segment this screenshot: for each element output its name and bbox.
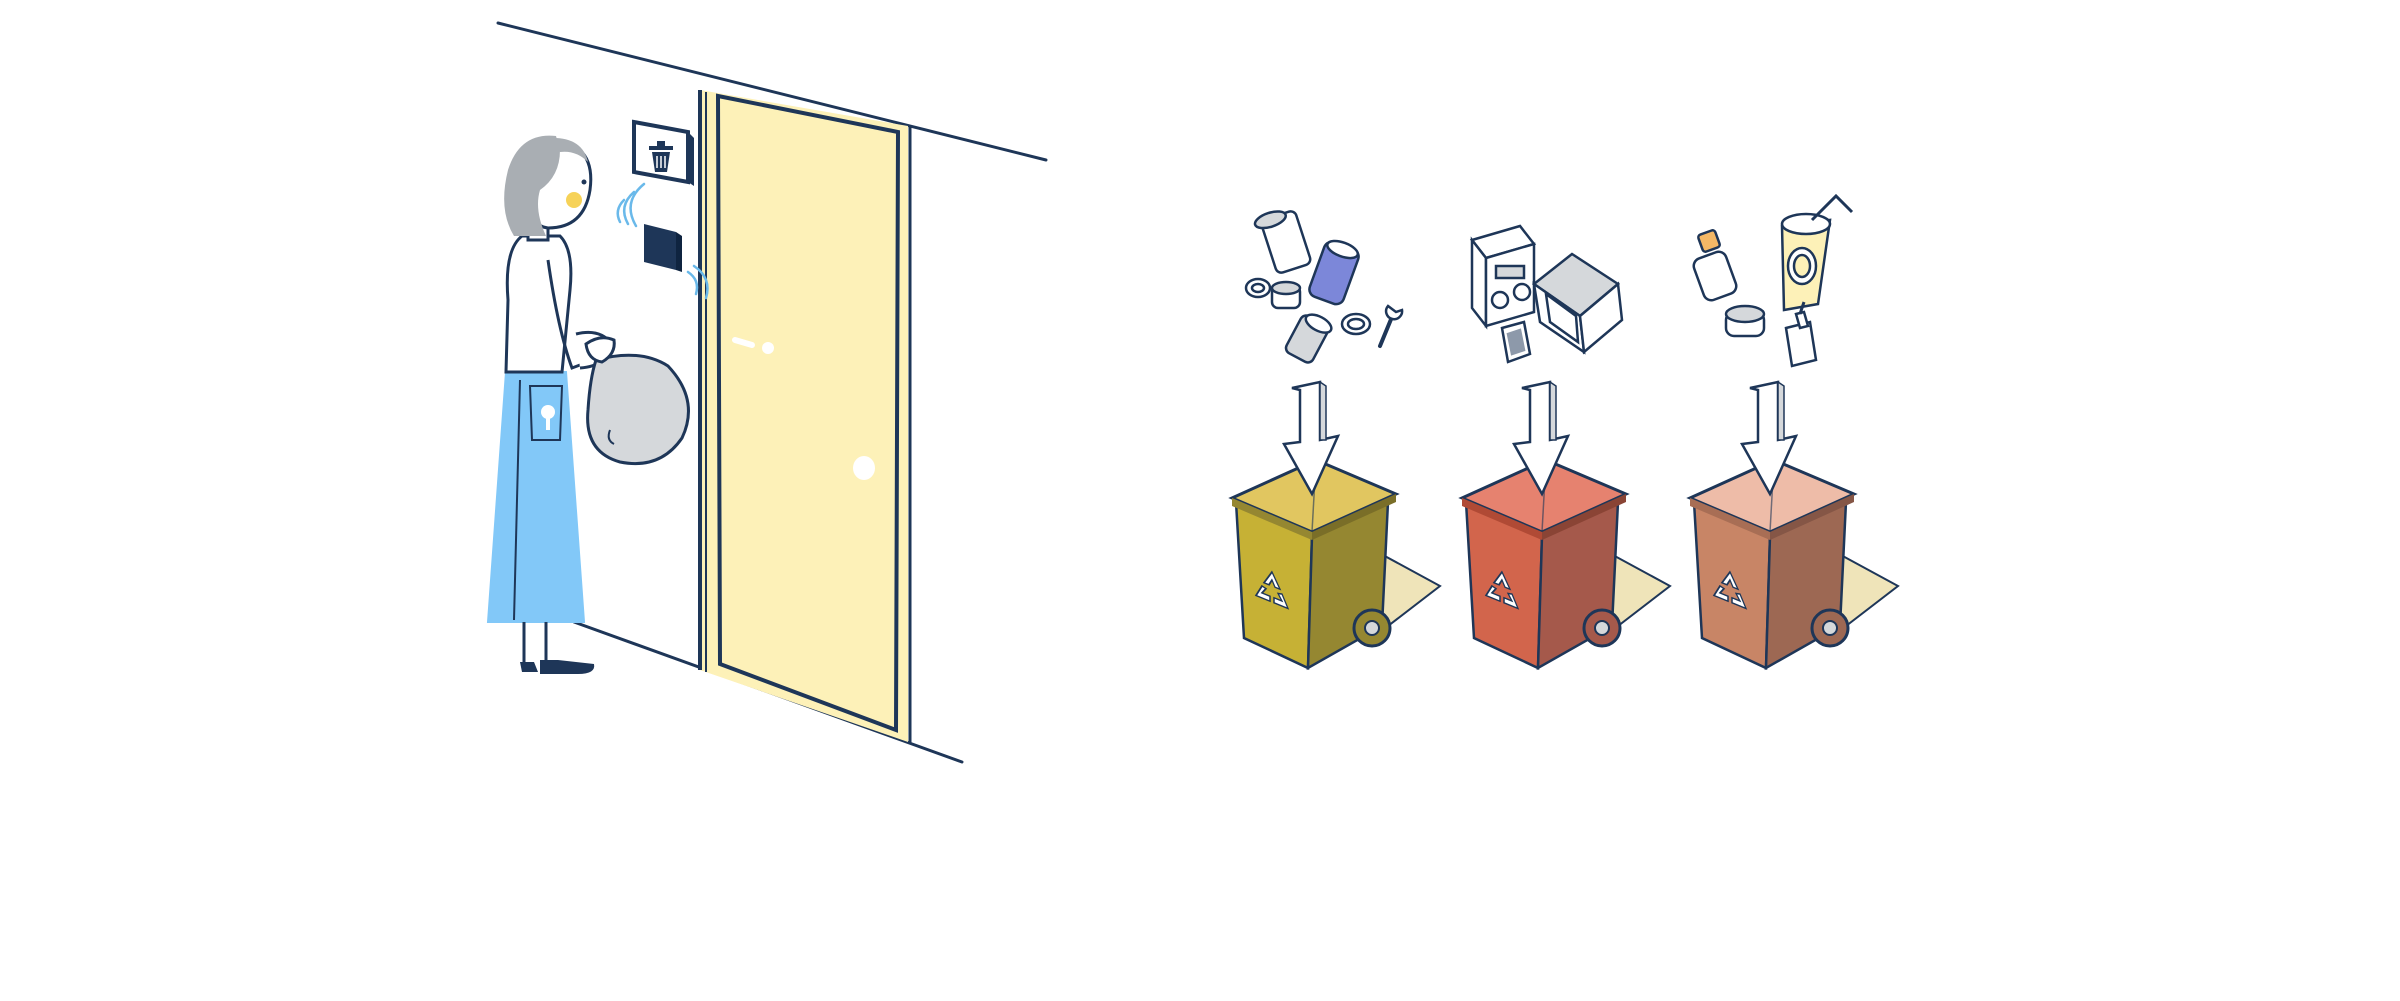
down-arrow-icon [1282, 380, 1341, 497]
electronics-group [1469, 224, 1624, 364]
key-in-pocket [528, 385, 564, 441]
spring-coil-icon [1340, 312, 1372, 336]
door-lock [853, 456, 875, 480]
metal-cans-group [1244, 210, 1404, 364]
apartment-door [698, 90, 912, 744]
small-bottle-icon [1692, 229, 1738, 302]
jar-lid-icon [1724, 304, 1766, 338]
smart-trash-panel [632, 119, 694, 186]
door-handle [732, 337, 774, 354]
computer-monitor-icon [1531, 252, 1624, 355]
can-lid-icon [1244, 277, 1302, 310]
woman-with-trash-bag [486, 135, 690, 674]
trash-bag [584, 336, 690, 466]
hair [504, 135, 560, 236]
down-arrow-icon [1512, 380, 1571, 497]
wrench-icon [1378, 304, 1404, 348]
down-arrow-icon [1740, 380, 1799, 497]
crushed-can-icon [1308, 239, 1360, 306]
cheek [566, 192, 582, 208]
recycling-bin-yellow [1228, 380, 1442, 671]
recycling-bin-tan [1686, 380, 1900, 671]
radio-icon [1469, 224, 1537, 330]
oil-bottle-icon [1784, 301, 1818, 368]
circuit-chip-icon [1500, 320, 1532, 364]
can-bottom-icon [1284, 313, 1333, 364]
eye [581, 179, 587, 185]
recycling-bin-red [1458, 380, 1672, 671]
bottles-group [1692, 193, 1854, 368]
trash-can-icon [649, 141, 673, 172]
smart-sensor [644, 224, 682, 272]
cup-with-straw-icon [1780, 193, 1854, 312]
can-icon [1253, 210, 1312, 274]
